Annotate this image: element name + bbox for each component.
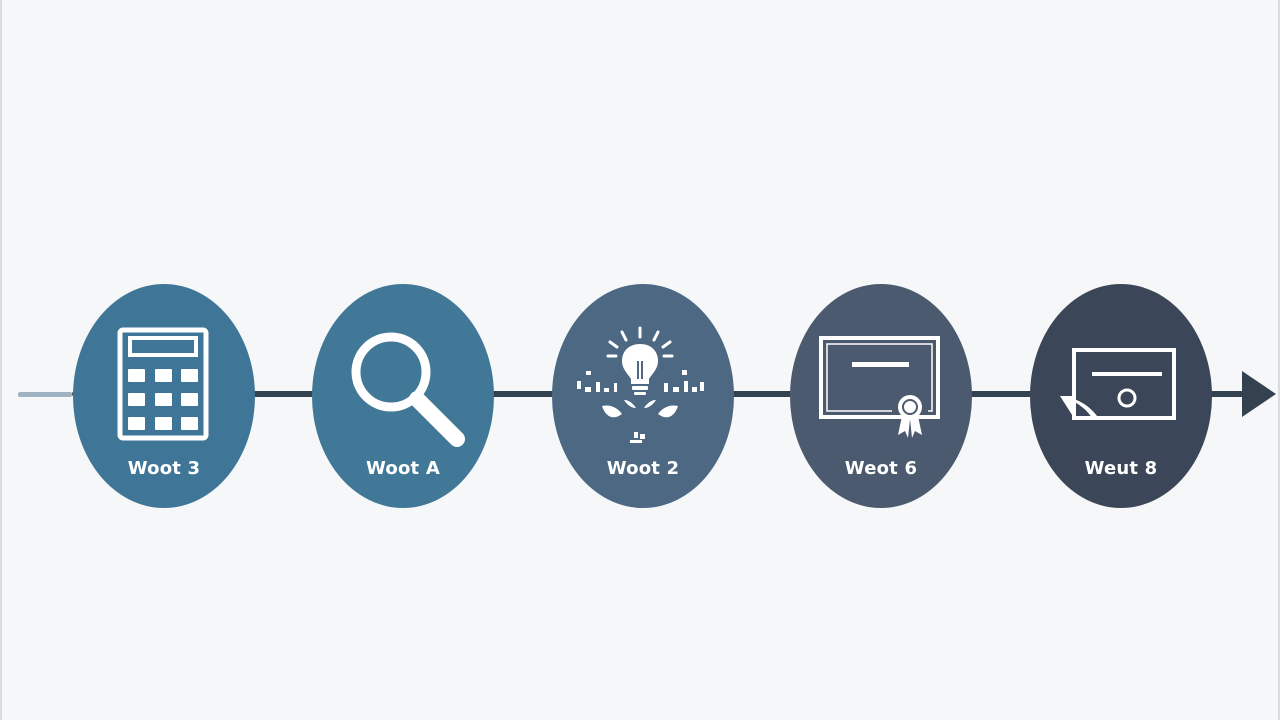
step-label: Woot 2 — [606, 458, 680, 479]
timeline-step-4: Weot 6 — [790, 284, 972, 508]
document-icon — [1060, 348, 1176, 420]
timeline-step-1: Woot 3 — [73, 284, 255, 508]
step-label: Weot 6 — [844, 458, 918, 479]
lightbulb-icon — [577, 326, 704, 443]
step-label: Weut 8 — [1084, 458, 1158, 479]
step-label: Woot 3 — [127, 458, 201, 479]
certificate-icon — [819, 336, 940, 438]
magnifier-icon — [351, 332, 465, 447]
arrow-head-icon — [1242, 371, 1276, 417]
timeline-step-5: Weut 8 — [1030, 284, 1212, 508]
calculator-icon — [117, 327, 209, 441]
timeline-lead-line — [18, 392, 72, 397]
step-label: Woot A — [366, 458, 440, 479]
timeline-step-2: Woot A — [312, 284, 494, 508]
timeline-step-3: Woot 2 — [552, 284, 734, 508]
